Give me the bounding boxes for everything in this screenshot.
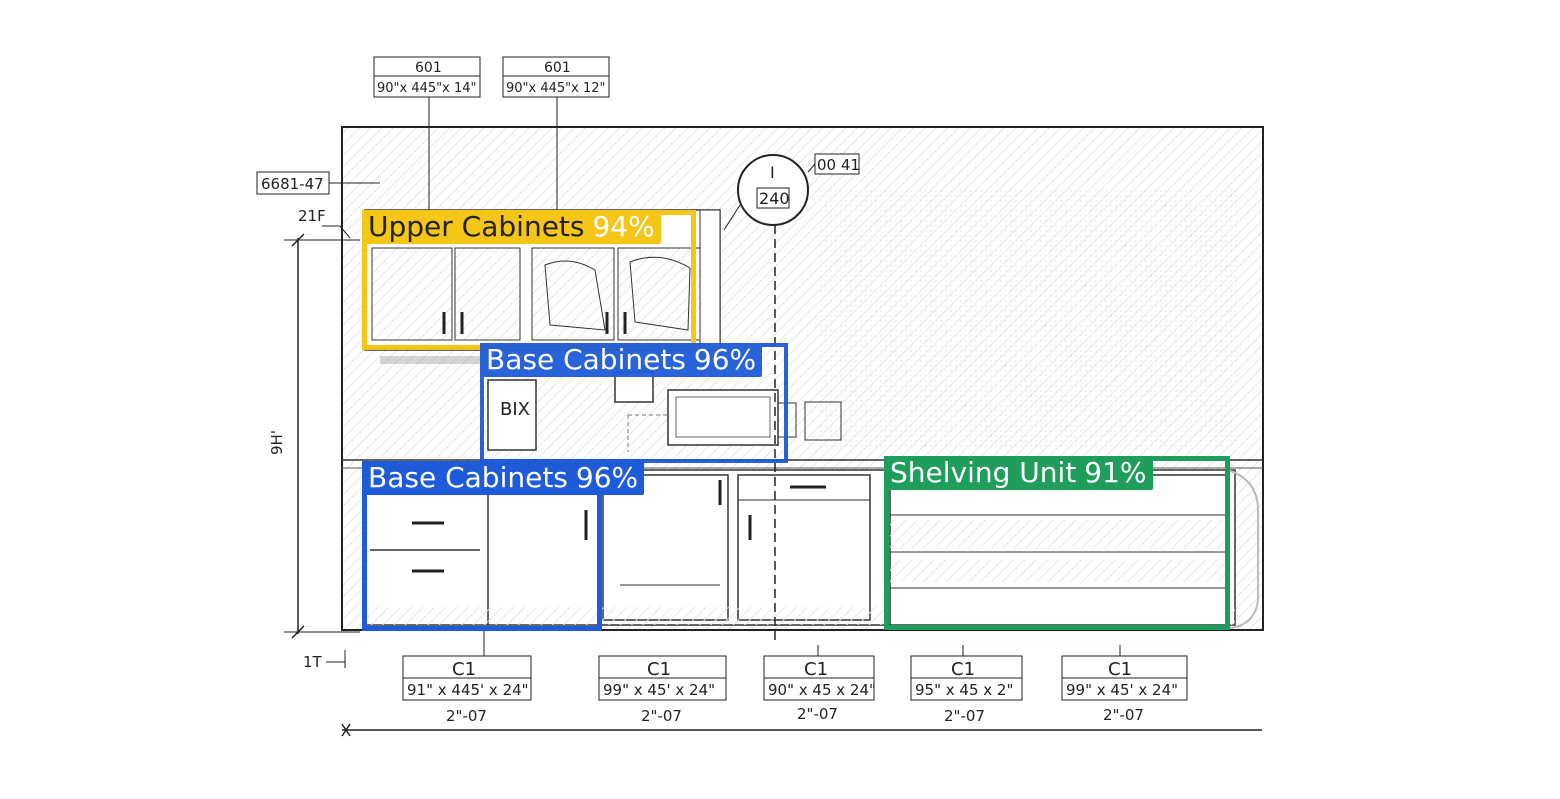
bottom-tag-sub-5: 2"-07 bbox=[1103, 706, 1144, 724]
detection-confidence: 94% bbox=[592, 210, 655, 243]
bottom-tag-dims-4: 95" x 45 x 2" bbox=[915, 681, 1013, 699]
bottom-tag-sub-1: 2"-07 bbox=[446, 707, 487, 725]
left-annotations: 6681-47 21F 9H' 1T bbox=[256, 171, 380, 671]
detection-class: Shelving Unit bbox=[890, 456, 1077, 489]
bottom-tag-dims-5: 99" x 45' x 24" bbox=[1066, 681, 1178, 699]
section-callout: I 240 00 41 bbox=[723, 153, 860, 645]
bottom-tag-code-3: C1 bbox=[804, 659, 828, 680]
bottom-tag-dims-3: 90" x 45 x 24" bbox=[768, 681, 876, 699]
appliance-label: BIX bbox=[500, 399, 530, 420]
bottom-tag-code-4: C1 bbox=[951, 659, 975, 680]
height-dimension: 9H' bbox=[268, 430, 286, 455]
top-tag-code-1: 601 bbox=[415, 60, 442, 76]
top-tag-dims-1: 90"x 445"x 14" bbox=[377, 81, 477, 96]
left-tag: 6681-47 bbox=[261, 175, 324, 193]
bottom-tag-dims-2: 99" x 45' x 24" bbox=[603, 681, 715, 699]
bottom-tag-sub-2: 2"-07 bbox=[641, 707, 682, 725]
detection-class: Base Cabinets bbox=[486, 343, 686, 376]
left-small-label: 21F bbox=[298, 207, 326, 225]
detection-confidence: 96% bbox=[693, 343, 757, 376]
bottom-tag-code-5: C1 bbox=[1108, 659, 1132, 680]
bottom-tag-dims-1: 91" x 445' x 24" bbox=[407, 681, 529, 699]
top-tag-code-2: 601 bbox=[544, 60, 571, 76]
bottom-tags: C1 91" x 445' x 24" 2"-07 C1 99" x 45' x… bbox=[341, 630, 1262, 737]
top-tag-dims-2: 90"x 445"x 12" bbox=[506, 81, 606, 96]
bottom-left-label: 1T bbox=[303, 653, 323, 671]
bottom-tag-sub-3: 2"-07 bbox=[797, 705, 838, 723]
mid-appliances-drawing: BIX bbox=[487, 371, 842, 452]
detection-confidence: 96% bbox=[575, 461, 639, 494]
detection-class: Base Cabinets bbox=[368, 461, 568, 494]
detection-confidence: 91% bbox=[1084, 456, 1147, 489]
base-cabinets-drawing bbox=[364, 469, 1259, 629]
top-tags: 601 90"x 445"x 14" 601 90"x 445"x 12" bbox=[373, 56, 610, 210]
callout-side-tag: 00 41 bbox=[817, 156, 860, 174]
bottom-tag-code-1: C1 bbox=[452, 659, 476, 680]
bottom-tag-code-2: C1 bbox=[647, 659, 671, 680]
wall-texture bbox=[820, 190, 1240, 450]
callout-bottom-label: 240 bbox=[759, 189, 790, 208]
bottom-tag-sub-4: 2"-07 bbox=[944, 707, 985, 725]
callout-top-label: I bbox=[770, 163, 775, 182]
detection-class: Upper Cabinets bbox=[368, 210, 585, 243]
